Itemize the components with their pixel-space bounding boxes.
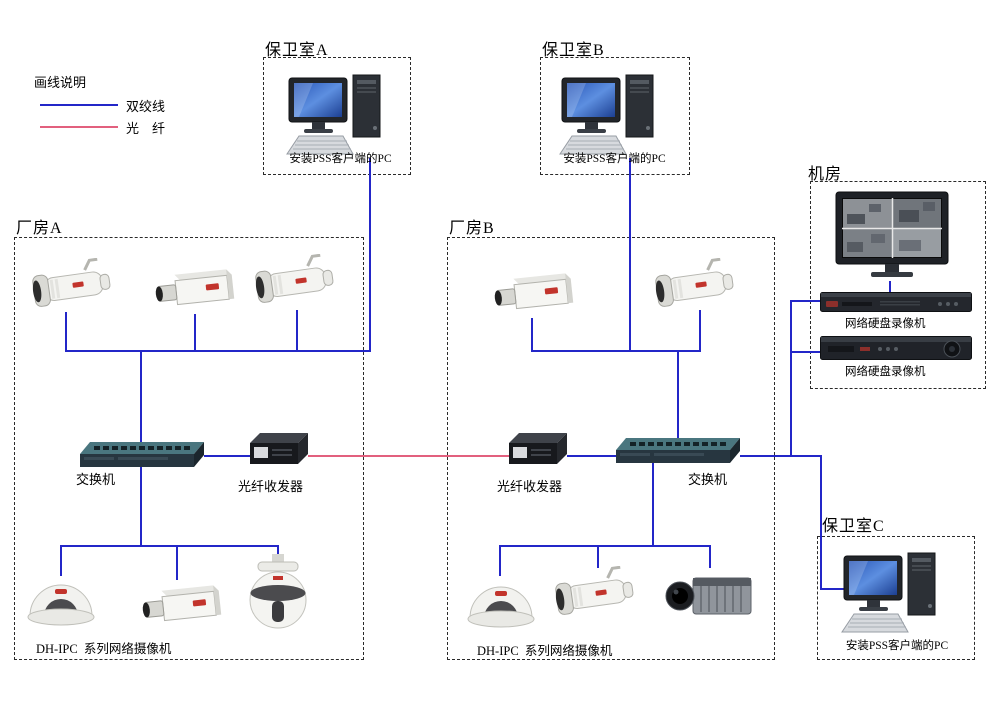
factory-b-title: 厂房B (449, 220, 495, 237)
wire-twisted-pair-monitor-nvr (889, 281, 891, 292)
factory-b-cameras-label: DH-IPC 系列网络摄像机 (477, 644, 613, 658)
wire-twisted-pair-cam-b2 (699, 310, 701, 350)
wire-twisted-pair-pc-b (629, 158, 631, 352)
factory-a-title: 厂房A (16, 220, 63, 237)
pc-guard-a-icon (286, 74, 381, 155)
factory-a-boundary (14, 237, 364, 660)
wire-twisted-pair-cam-a6 (277, 545, 279, 556)
guard-room-c-boundary (817, 536, 975, 660)
wire-twisted-pair-cam-a3 (296, 310, 298, 350)
wire-twisted-pair-bus-to-switch-a (140, 350, 142, 442)
pc-guard-a-label: 安装PSS客户端的PC (289, 153, 392, 165)
wire-twisted-pair-switch-a-transceiver-a (204, 455, 250, 457)
wire-twisted-pair-cam-a5 (176, 545, 178, 580)
switch-b-icon (616, 438, 740, 463)
server-room-title: 机房 (808, 166, 843, 183)
bullet-camera-b4-icon (555, 566, 634, 615)
fiber-transceiver-b-label: 光纤收发器 (497, 479, 563, 494)
box-camera-a2-icon (155, 269, 235, 306)
wire-twisted-pair-nvr1 (790, 300, 821, 302)
switch-a-icon (80, 442, 204, 467)
pc-guard-b-icon (559, 74, 654, 155)
large-box-camera-b5-icon (665, 577, 752, 615)
guard-room-a-boundary (263, 57, 411, 175)
legend-fiber-line (40, 126, 118, 128)
wire-twisted-pair-cam-b5 (709, 545, 711, 568)
wire-twisted-pair-cam-b4 (597, 545, 599, 568)
pc-guard-c-label: 安装PSS客户端的PC (845, 640, 949, 652)
factory-a-cameras-label: DH-IPC 系列网络摄像机 (36, 642, 172, 656)
legend-twisted-pair-label: 双绞线 (126, 99, 166, 114)
wire-twisted-pair-pc-a (369, 158, 371, 352)
dome-camera-b3-icon (467, 586, 535, 628)
wire-twisted-pair-cam-b1 (531, 318, 533, 350)
wire-twisted-pair-factory-a-bottom-bus (60, 545, 279, 547)
guard-room-b-boundary (540, 57, 690, 175)
wire-twisted-pair-cam-a1 (65, 312, 67, 350)
wire-twisted-pair-transceiver-b-switch-b (567, 455, 616, 457)
wire-twisted-pair-cam-a2 (194, 314, 196, 350)
bullet-camera-a3-icon (255, 254, 334, 303)
legend-fiber-label: 光 纤 (126, 121, 166, 136)
guard-room-b-title: 保卫室B (542, 42, 605, 59)
bullet-camera-a1-icon (32, 258, 111, 307)
box-camera-b1-icon (494, 273, 574, 310)
dome-camera-a4-icon (27, 584, 95, 626)
wire-fiber-transceiver-a-b (308, 455, 509, 457)
nvr-2-label: 网络硬盘录像机 (845, 366, 926, 378)
wire-twisted-pair-switch-b-right (740, 455, 822, 457)
wire-twisted-pair-bus-to-switch-b (677, 350, 679, 438)
guard-room-c-title: 保卫室C (822, 518, 885, 535)
box-camera-a5-icon (142, 585, 222, 622)
wire-twisted-pair-to-pc-c (820, 588, 846, 590)
wire-twisted-pair-server-room-riser (790, 300, 792, 457)
wire-twisted-pair-to-guard-room-c (820, 455, 822, 590)
factory-b-boundary (447, 237, 775, 660)
cctv-monitor-icon (835, 191, 949, 277)
wire-twisted-pair-cam-b3 (499, 545, 501, 576)
switch-b-label: 交换机 (688, 472, 728, 487)
wire-twisted-pair-factory-b-bottom-bus (499, 545, 711, 547)
wire-twisted-pair-nvr2 (790, 351, 821, 353)
server-room-boundary (810, 181, 986, 389)
nvr-1-icon (820, 292, 972, 312)
fiber-transceiver-a-icon (250, 433, 308, 464)
nvr-2-icon (820, 336, 972, 360)
fiber-transceiver-a-label: 光纤收发器 (238, 479, 304, 494)
fiber-transceiver-b-icon (509, 433, 567, 464)
bullet-camera-b2-icon (655, 258, 734, 307)
wire-twisted-pair-switch-b-down (652, 463, 654, 545)
ptz-dome-camera-a6-icon (249, 554, 307, 629)
wire-twisted-pair-factory-b-top-bus (531, 350, 701, 352)
legend-twisted-pair-line (40, 104, 118, 106)
switch-a-label: 交换机 (76, 472, 116, 487)
wire-twisted-pair-switch-a-down (140, 467, 142, 545)
legend-title: 画线说明 (34, 75, 87, 90)
nvr-1-label: 网络硬盘录像机 (845, 318, 926, 330)
wire-twisted-pair-cam-a4 (60, 545, 62, 576)
wire-twisted-pair-factory-a-top-bus (65, 350, 371, 352)
guard-room-a-title: 保卫室A (265, 42, 329, 59)
pc-guard-b-label: 安装PSS客户端的PC (563, 153, 666, 165)
pc-guard-c-icon (841, 552, 936, 633)
